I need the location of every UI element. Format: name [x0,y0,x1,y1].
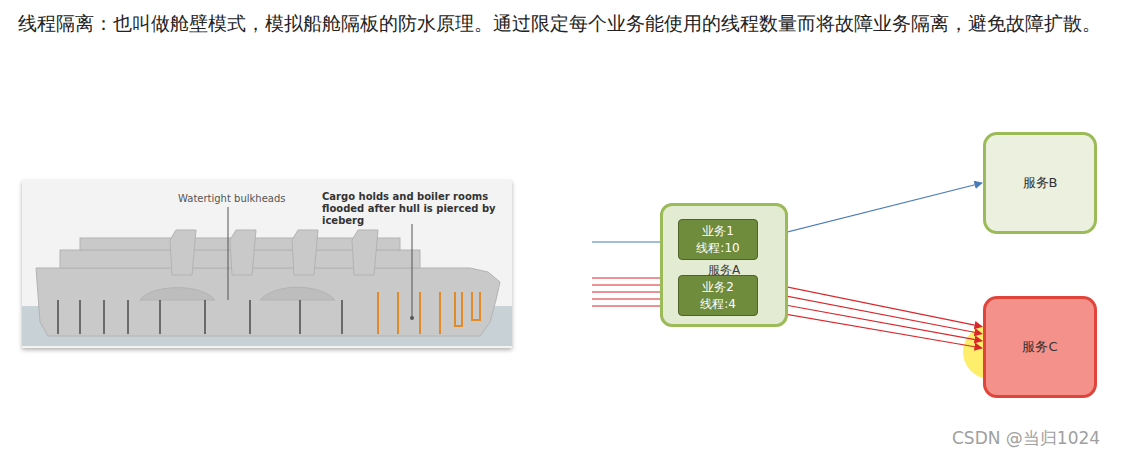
connector-arrow [758,291,982,334]
leader-line [412,224,413,318]
watermark: CSDN @当归1024 [952,428,1130,448]
node-text: 业务2 [702,279,734,295]
business-box: 业务2线程:4 [678,275,758,316]
image-frame [22,180,512,348]
flooded-bulkheads [378,292,480,334]
ship [36,230,500,336]
node-text: 线程:10 [696,240,739,256]
connector-arrow [758,300,982,341]
title: 线程隔离：也叫做舱壁模式，模拟船舱隔板的防水原理。通过限定每个业务能使用的线程数… [18,8,1118,40]
connector-arrow [758,309,982,348]
node-text: 服务B [1023,174,1058,192]
service-box: 服务B [983,132,1097,234]
business-box: 业务1线程:10 [678,219,758,260]
failing-service-box: 服务C [983,296,1097,398]
service-box: 服务A业务1线程:10业务2线程:4 [660,203,788,327]
node-text: 线程:4 [700,296,736,312]
node-text: 业务1 [702,223,734,239]
connector-arrow [758,281,982,326]
leader-dot [410,316,414,320]
leader-line [228,207,229,300]
node-text: 服务C [1022,338,1057,356]
bulkheads [58,300,342,334]
callout-label: Watertight bulkheads [178,193,318,205]
callout-label: Cargo holds and boiler rooms flooded aft… [322,191,510,227]
connector-arrow [758,183,982,240]
